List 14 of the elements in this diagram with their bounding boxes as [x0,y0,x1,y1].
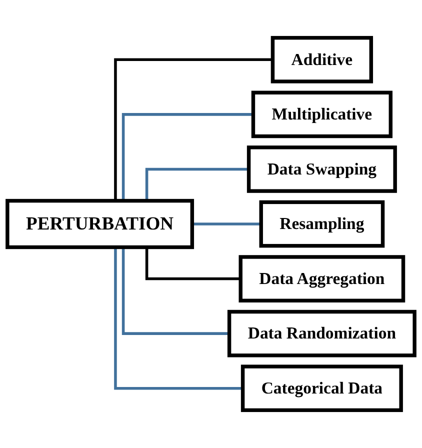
node-box: Data Randomization [227,310,416,358]
connector [145,247,241,280]
node-box: Data Swapping [246,146,397,193]
node-box: Multiplicative [251,90,392,138]
node-box: PERTURBATION [6,198,194,250]
node-box: Categorical Data [240,364,403,412]
connector [114,247,243,390]
node-box: Data Aggregation [238,255,406,302]
connector [114,58,273,201]
connector [122,113,254,201]
connector [122,247,230,335]
node-box: Additive [270,36,374,84]
node-box: Resampling [259,200,385,248]
connector [145,168,249,201]
